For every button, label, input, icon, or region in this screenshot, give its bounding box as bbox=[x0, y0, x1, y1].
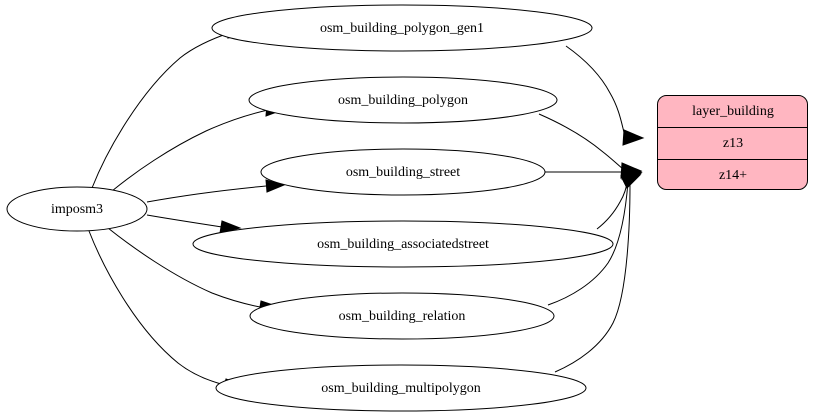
zoom-14-plus-label: z14+ bbox=[719, 168, 747, 183]
node-osm_building_street[interactable]: osm_building_street bbox=[260, 148, 546, 196]
edge-imposm3-to-osm_building_polygon bbox=[111, 103, 287, 192]
node-shape[interactable] bbox=[6, 186, 148, 232]
node-label: osm_building_relation bbox=[339, 309, 466, 324]
layer-record-box[interactable] bbox=[657, 95, 808, 190]
edge-path bbox=[547, 181, 629, 306]
node-osm_building_polygon[interactable]: osm_building_polygon bbox=[248, 76, 558, 124]
node-shape[interactable] bbox=[260, 148, 546, 196]
node-shape[interactable] bbox=[215, 364, 587, 412]
node-imposm3[interactable]: imposm3 bbox=[6, 186, 148, 232]
edge-path bbox=[111, 109, 269, 192]
node-label: osm_building_polygon_gen1 bbox=[320, 21, 484, 36]
node-shape[interactable] bbox=[211, 4, 593, 52]
node-osm_building_polygon_gen1[interactable]: osm_building_polygon_gen1 bbox=[211, 4, 593, 52]
edge-osm_building_multipolygon-to-layer_building-z14plus bbox=[554, 174, 642, 373]
node-label: osm_building_street bbox=[346, 165, 460, 180]
node-osm_building_relation[interactable]: osm_building_relation bbox=[249, 292, 555, 340]
node-layer_building[interactable]: layer_building z13 z14+ bbox=[657, 95, 808, 190]
node-label: osm_building_polygon bbox=[338, 93, 468, 108]
zoom-13-label: z13 bbox=[723, 136, 743, 151]
arrowhead-icon bbox=[622, 129, 645, 146]
node-label: imposm3 bbox=[51, 202, 103, 217]
edge-path bbox=[107, 227, 261, 308]
edge-path bbox=[565, 45, 626, 137]
layer-name-label: layer_building bbox=[692, 104, 774, 119]
edge-path bbox=[146, 214, 223, 228]
node-label: osm_building_associatedstreet bbox=[317, 237, 489, 252]
edge-imposm3-to-osm_building_polygon_gen1 bbox=[91, 25, 250, 189]
edge-group-tables-to-layer bbox=[538, 45, 645, 373]
edge-osm_building_polygon_gen1-to-layer_building-z13 bbox=[565, 45, 645, 146]
edge-imposm3-to-osm_building_associatedstreet bbox=[146, 214, 242, 234]
edge-path bbox=[91, 31, 233, 189]
arrowhead-icon bbox=[621, 174, 642, 189]
edge-path bbox=[146, 185, 267, 203]
node-shape[interactable] bbox=[249, 292, 555, 340]
node-label: osm_building_multipolygon bbox=[321, 381, 480, 396]
node-osm_building_associatedstreet[interactable]: osm_building_associatedstreet bbox=[192, 220, 614, 268]
edge-path bbox=[554, 183, 631, 373]
edge-path bbox=[538, 113, 624, 170]
node-shape[interactable] bbox=[192, 220, 614, 268]
edge-imposm3-to-osm_building_street bbox=[146, 179, 286, 203]
node-shape[interactable] bbox=[248, 76, 558, 124]
edge-path bbox=[88, 230, 226, 386]
edge-path bbox=[596, 177, 629, 230]
node-osm_building_multipolygon[interactable]: osm_building_multipolygon bbox=[215, 364, 587, 412]
